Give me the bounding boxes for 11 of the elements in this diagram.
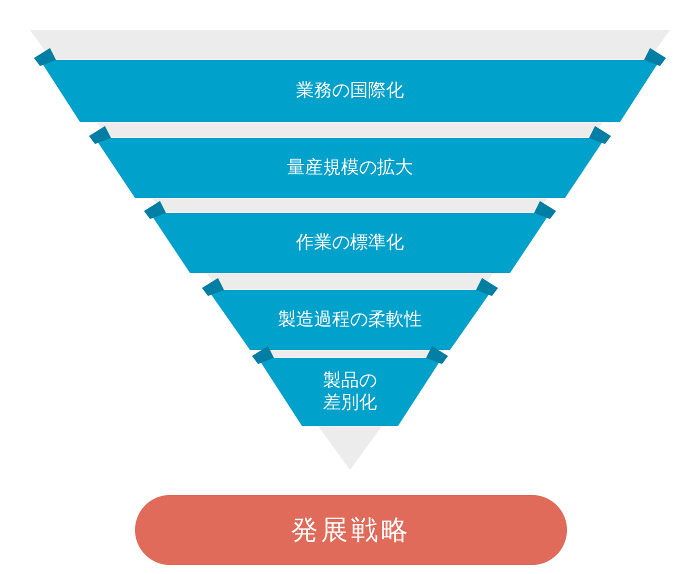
band-label: 業務の国際化 (295, 80, 405, 102)
band-label: 量産規模の拡大 (286, 157, 414, 179)
funnel-band (89, 126, 611, 198)
band-label: 製造過程の柔軟性 (277, 309, 423, 331)
band-label: 作業の標準化 (295, 232, 405, 254)
funnel-band (252, 346, 448, 426)
funnel-band (144, 201, 556, 273)
strategy-banner: 発展戦略 (135, 495, 567, 565)
funnel-band (34, 48, 666, 122)
band-label: 製品の差別化 (322, 370, 378, 414)
funnel-band (202, 278, 498, 350)
